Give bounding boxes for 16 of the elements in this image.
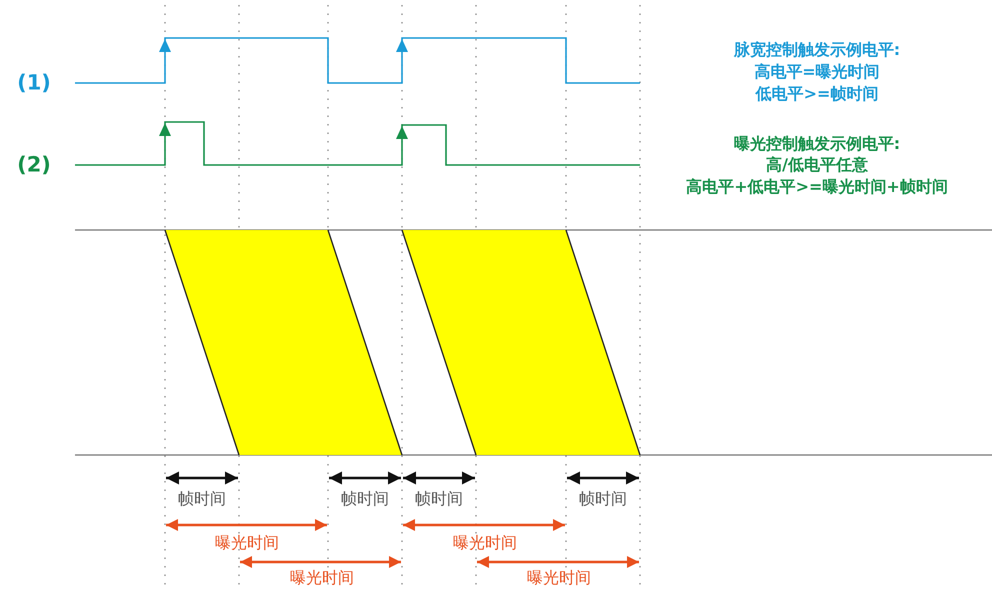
dimension-label: 帧时间 xyxy=(341,490,389,508)
note-text: 高电平+低电平>=曝光时间+帧时间 xyxy=(686,178,948,196)
dimension-label: 曝光时间 xyxy=(290,569,354,587)
dimension-label: 帧时间 xyxy=(415,490,463,508)
note-text: 高/低电平任意 xyxy=(766,156,868,174)
dimension-label: 曝光时间 xyxy=(527,569,591,587)
dimension-label: 曝光时间 xyxy=(453,534,517,552)
note-text: 高电平=曝光时间 xyxy=(754,63,880,81)
note-text: 低电平>=帧时间 xyxy=(756,85,878,103)
signal-label: (2) xyxy=(17,153,51,177)
note-heading: 脉宽控制触发示例电平: xyxy=(734,41,900,59)
dimension-label: 帧时间 xyxy=(579,490,627,508)
dimension-label: 曝光时间 xyxy=(215,534,279,552)
dimension-label: 帧时间 xyxy=(178,490,226,508)
signal-label: (1) xyxy=(17,71,51,95)
note-heading: 曝光控制触发示例电平: xyxy=(734,135,900,153)
